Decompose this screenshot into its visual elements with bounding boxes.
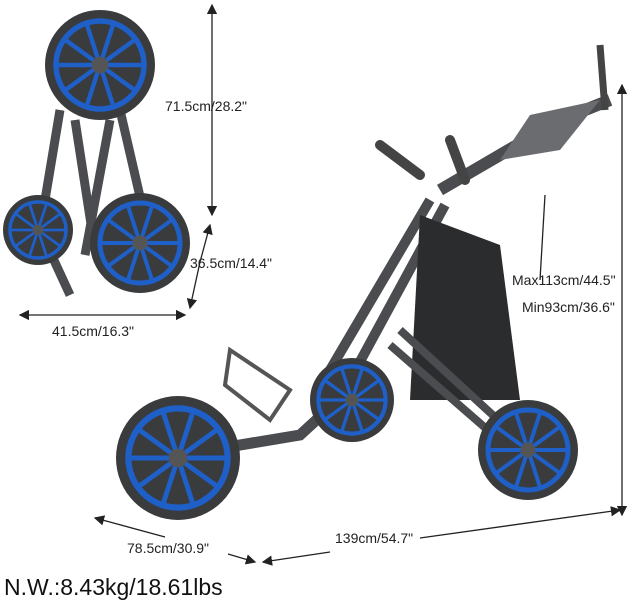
net-weight: N.W.:8.43kg/18.61lbs — [4, 574, 223, 600]
dimension-lines — [18, 3, 628, 566]
width-label: 78.5cm/30.9" — [127, 540, 210, 556]
length-label: 139cm/54.7" — [335, 530, 414, 546]
folded-height-label: 71.5cm/28.2" — [165, 98, 248, 114]
min-height-label: Min93cm/36.6" — [522, 299, 615, 315]
folded-width-label: 41.5cm/16.3" — [52, 323, 135, 339]
wheel — [90, 193, 190, 293]
wheel — [310, 358, 394, 442]
wheel — [116, 396, 240, 520]
wheel — [478, 400, 578, 500]
wheel — [45, 10, 155, 120]
max-height-label: Max113cm/44.5" — [512, 272, 616, 288]
wheel — [3, 195, 73, 265]
folded-depth-label: 36.5cm/14.4" — [190, 255, 273, 271]
